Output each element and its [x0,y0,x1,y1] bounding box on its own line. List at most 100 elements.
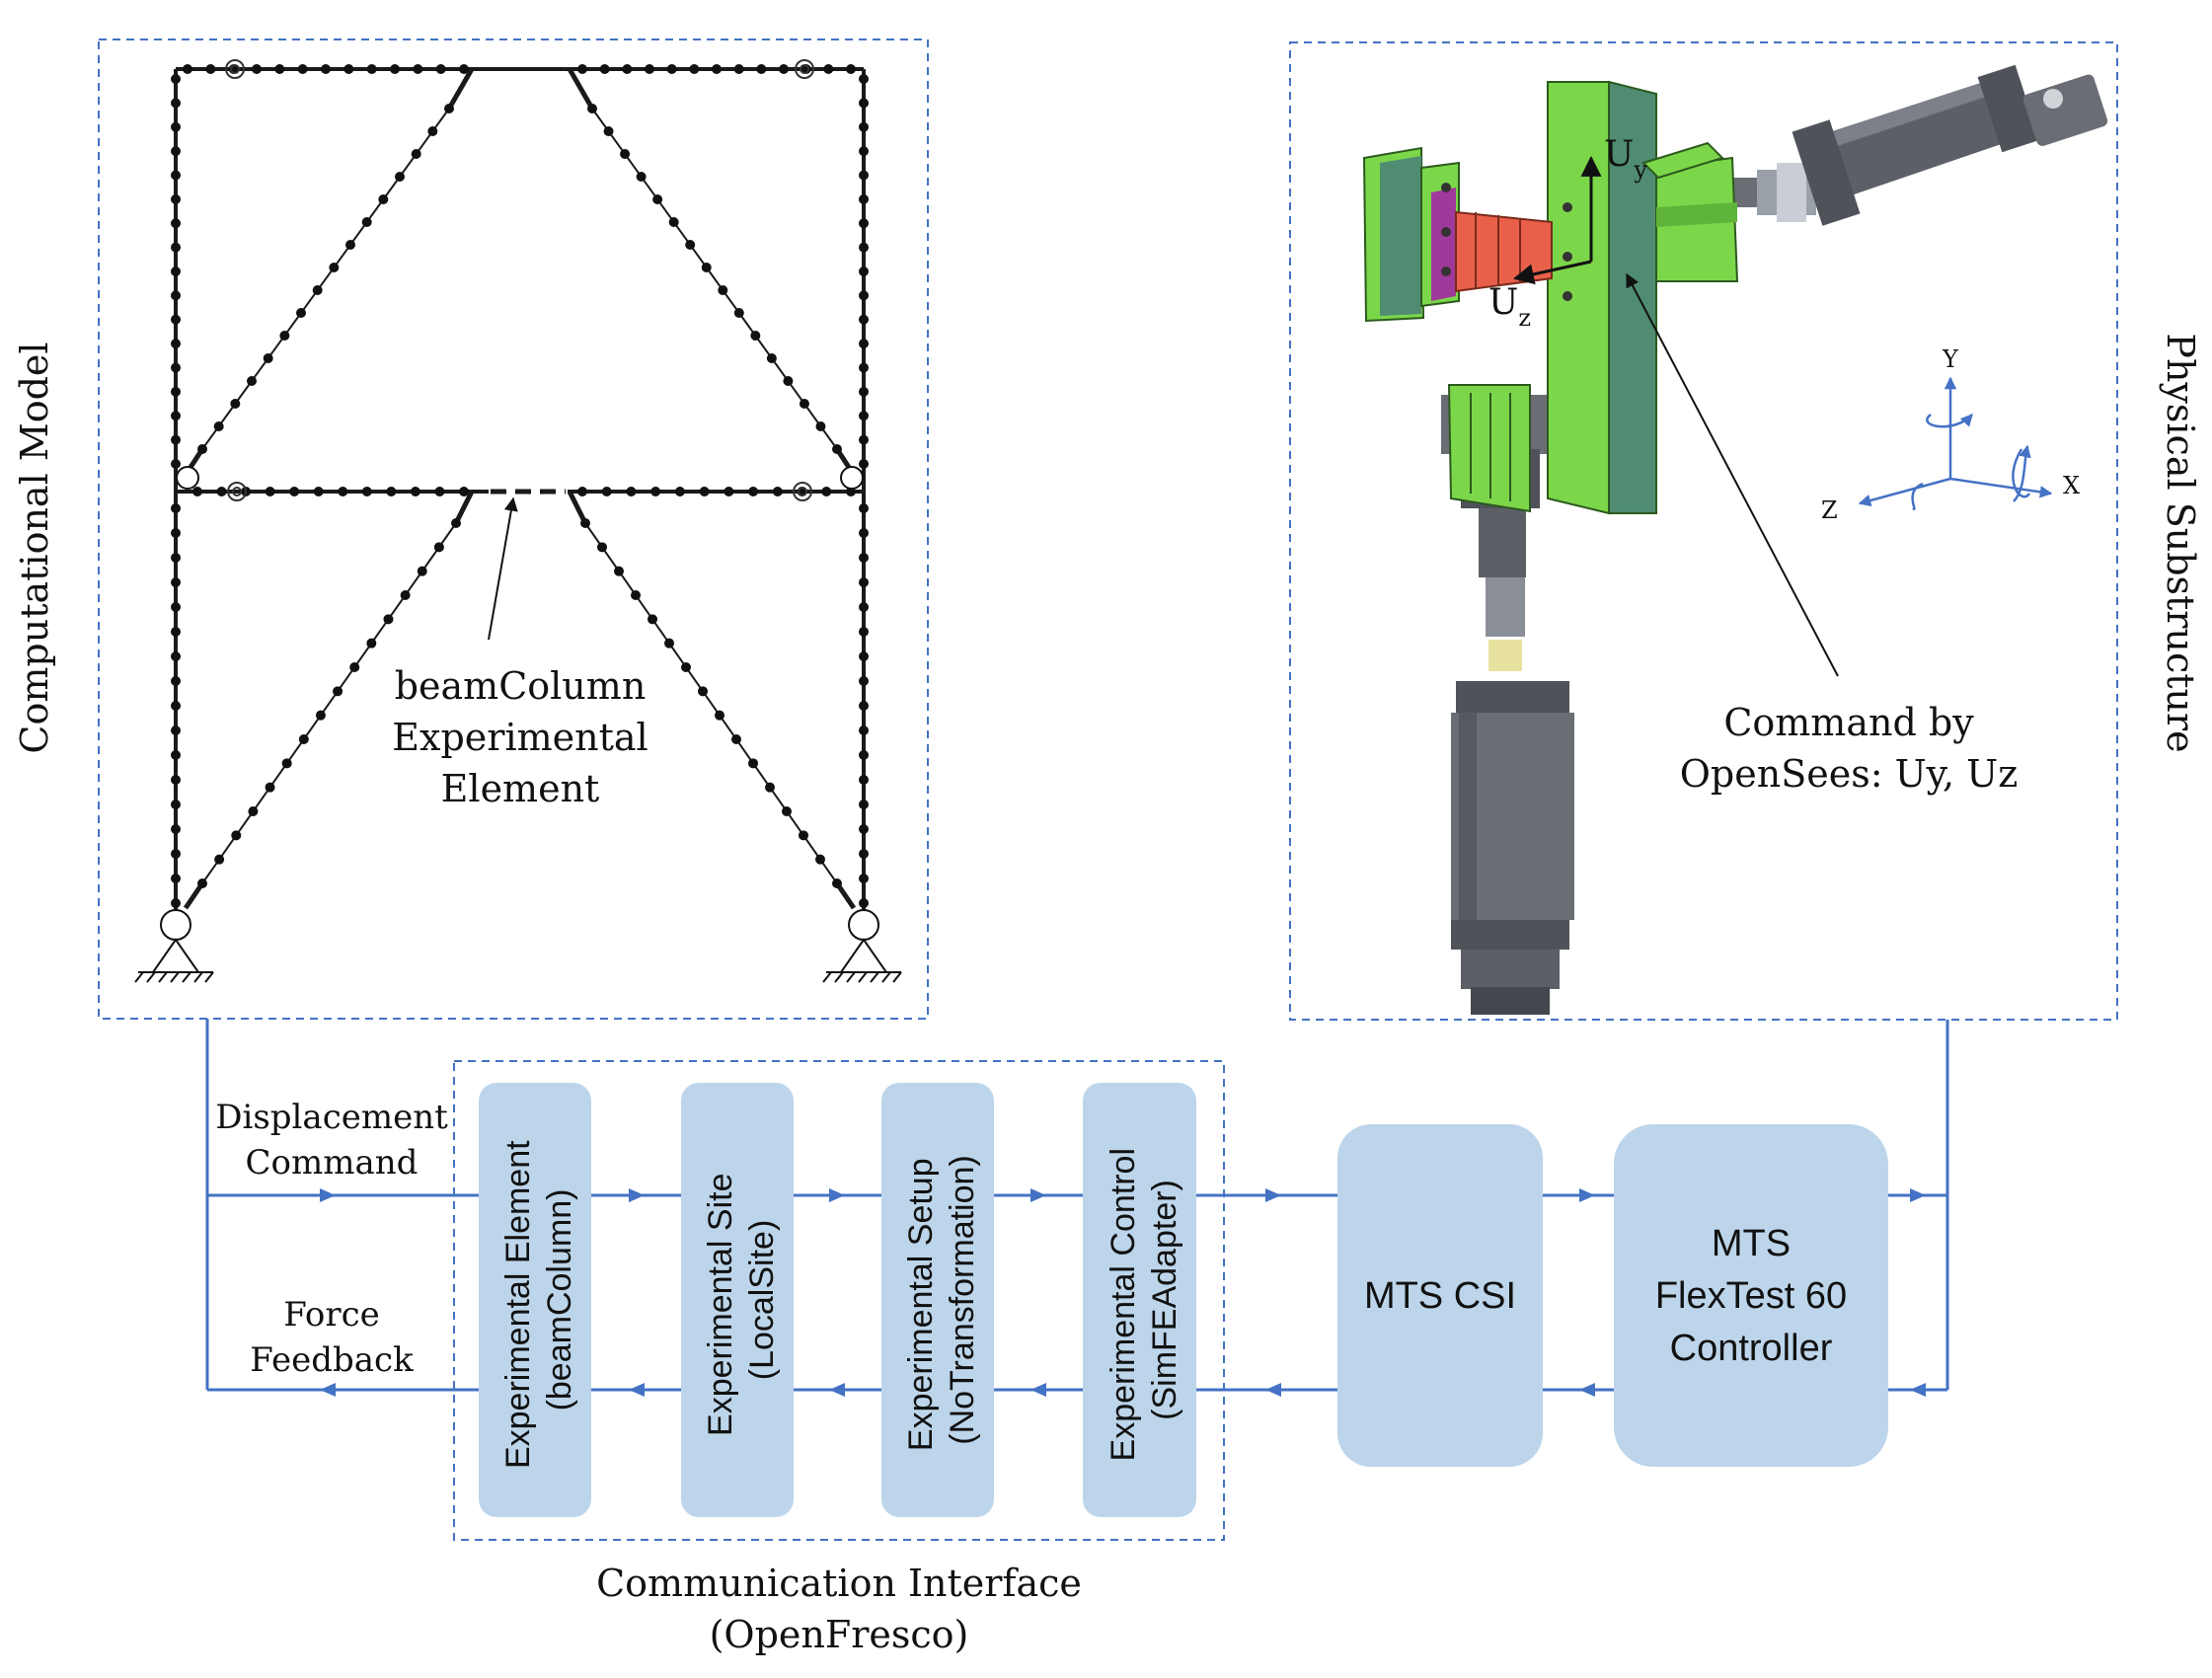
frame-node [366,64,377,74]
element-label-3: Element [441,767,600,810]
frame-node [343,64,354,74]
command-pointer-arrow [1626,272,1839,677]
computational-model-panel [98,38,929,1020]
frame-node [427,126,438,136]
frame-node [279,331,290,341]
flow-arrow-icon [629,1188,645,1202]
frame-node [772,487,783,496]
frame-node [689,64,700,74]
communication-interface-label-1: Communication Interface [596,1562,1082,1605]
frame-node [451,518,461,528]
flow-arrow-icon [320,1383,336,1397]
frame-node [859,170,869,181]
command-label-2: OpenSees: Uy, Uz [1680,752,2018,796]
frame-node [832,444,842,454]
frame-node [417,566,427,576]
frame-node [666,64,677,74]
svg-text:Controller: Controller [1670,1328,1833,1369]
frame-node [171,459,181,469]
hinge-icon [176,466,864,490]
frame-node [171,849,181,859]
frame-node [366,638,377,648]
frame-node [698,686,708,697]
frame-node [434,487,445,496]
frame-node [748,487,759,496]
frame-node [674,487,685,496]
displacement-command-label-1: Displacement [215,1098,448,1137]
frame-node [386,487,397,496]
frame-node [315,710,326,721]
frame-node [815,854,825,865]
frame-node [597,542,607,553]
frame-node [765,782,775,793]
frame-node [821,487,832,496]
frame-node [750,331,761,341]
frame-node [603,126,614,136]
element-label-2: Experimental [392,716,648,759]
frame-node [281,758,292,769]
frame-node [626,487,637,496]
frame-node [171,577,181,587]
frame-node [345,240,355,250]
computational-model-title: Computational Model [13,342,56,753]
frame-node [329,263,340,272]
physical-substructure-panel [1289,41,2118,1021]
frame-node [779,64,789,74]
frame-node [859,898,869,908]
frame-node [274,64,285,74]
frame-node [410,487,420,496]
frame-node [171,121,181,132]
frame-node [652,194,663,204]
frame-node [645,64,654,74]
frame-node [601,487,612,496]
frame-node [298,734,309,744]
axis-x-label: X [2063,472,2080,499]
coordinate-axes-icon [1858,376,2053,510]
frame-node [435,64,446,74]
frame-node [361,217,372,227]
frame-node [192,487,202,496]
frame-node [171,193,181,204]
axis-z-label: Z [1821,496,1838,524]
frame-node [171,170,181,181]
frame-node [171,800,181,809]
pin-support-icon [134,909,902,983]
frame-node [599,64,610,74]
physical-substructure-title: Physical Substructure [2159,333,2202,752]
uy-label: Uy [1604,134,1647,184]
frame-node [216,487,227,496]
svg-text:FlexTest 60: FlexTest 60 [1655,1275,1847,1317]
frame-node [171,74,181,84]
experimental-control-block: Experimental Control (SimFEAdapter) [1083,1083,1196,1517]
flow-arrow-icon [1579,1383,1595,1397]
frame-node [444,104,454,114]
frame-node [701,263,712,272]
frame-node [171,627,181,637]
frame-node [247,376,257,386]
physical-specimen [1362,64,2108,1015]
frame-node [823,64,834,74]
frame-node [171,98,181,109]
frame-node [395,172,405,182]
frame-node [171,242,181,253]
frame-node [681,662,691,672]
frame-node [859,676,869,686]
frame-node [248,806,259,816]
frame-node [213,421,224,431]
flow-arrow-icon [629,1383,645,1397]
frame-node [171,898,181,908]
frame-node [859,290,869,301]
frame-node [859,386,869,397]
frame-node [846,64,856,74]
frame-node [620,149,631,159]
frame-node [859,651,869,661]
flow-arrow-icon [1030,1383,1046,1397]
frame-node [733,308,744,318]
frame-node [664,638,674,648]
frame-node [171,528,181,538]
frame-node [205,64,216,74]
frame-node [748,758,758,769]
frame-node [171,750,181,760]
frame-node [859,314,869,325]
svg-text:Experimental Control (Si: Experimental Control (SimFEAdapter) [1105,1139,1183,1462]
